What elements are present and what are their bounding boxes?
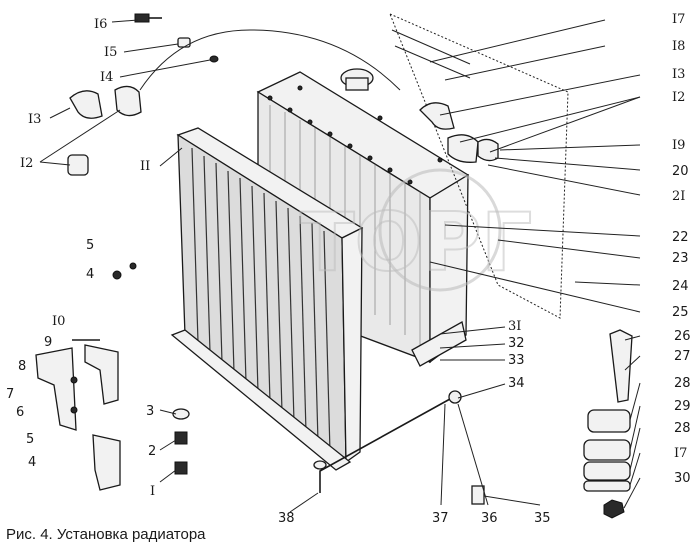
label-4a: 4 [86, 267, 94, 282]
label-25: 25 [672, 305, 689, 320]
leader-lines [39, 19, 641, 513]
label-28b: 28 [674, 421, 691, 436]
cushion-plate-28b [583, 461, 631, 481]
label-27: 27 [674, 349, 691, 364]
hoses [419, 102, 499, 163]
nut-2 [174, 431, 188, 445]
label-22: 22 [672, 230, 689, 245]
label-30: 30 [674, 471, 691, 486]
label-36: 36 [481, 511, 498, 526]
label-4b: 4 [28, 455, 36, 470]
radiator-filler-neck [345, 77, 369, 91]
part-labels: I6 I5 I4 I3 I2 II I0 9 8 7 6 5 4 5 4 3 2… [6, 12, 691, 526]
label-9: 9 [44, 335, 52, 350]
label-38: 38 [278, 511, 295, 526]
label-14: I4 [100, 70, 113, 85]
left-bracket-assembly [35, 262, 137, 491]
washer-5 [129, 262, 137, 270]
bushing-15 [177, 37, 191, 48]
bolt-1 [174, 461, 188, 475]
label-15: I5 [104, 45, 117, 60]
label-17b: I7 [674, 446, 687, 461]
watermark: ТОРГ [299, 168, 533, 292]
bracket-lower-plate [92, 434, 121, 491]
cooler-bottom-frame [170, 329, 352, 471]
label-37: 37 [432, 511, 449, 526]
label-19: I9 [672, 138, 685, 153]
label-28a: 28 [674, 376, 691, 391]
label-11: II [140, 159, 150, 174]
radiator-rivets [267, 85, 443, 185]
label-20: 20 [672, 164, 689, 179]
washer-17 [583, 480, 631, 492]
drain-tube [319, 398, 451, 493]
hose-12 [67, 154, 89, 176]
label-3: 3 [146, 404, 154, 419]
washer-3 [172, 408, 190, 420]
label-29: 29 [674, 399, 691, 414]
figure-caption: Рис. 4. Установка радиатора [6, 526, 206, 543]
drain-valve-35 [471, 485, 485, 505]
clamp-12 [114, 85, 142, 117]
cooler-side-frame [341, 226, 363, 464]
svg-text:ТОРГ: ТОРГ [300, 196, 532, 289]
label-31: 3I [508, 319, 521, 334]
label-13r: I3 [672, 67, 685, 82]
label-26: 26 [674, 329, 691, 344]
radiator-side-wall [429, 173, 469, 364]
label-6: 6 [16, 405, 24, 420]
label-13: I3 [28, 112, 41, 127]
drain-pipe [313, 390, 485, 505]
label-5a: 5 [86, 238, 94, 253]
bracket-arm [35, 347, 77, 431]
drain-valve-36 [448, 390, 462, 404]
label-10: I0 [52, 314, 65, 329]
nut-4 [112, 270, 122, 280]
label-8: 8 [18, 359, 26, 374]
label-5b: 5 [26, 432, 34, 447]
drain-tube-end [313, 460, 327, 470]
bracket-plate [84, 344, 119, 405]
bolt-16-head [134, 13, 150, 23]
bottom-fasteners [172, 408, 190, 475]
cushion-plate-28 [587, 409, 631, 433]
nut-30 [603, 499, 625, 519]
lower-hose [447, 134, 479, 163]
label-12: I2 [20, 156, 33, 171]
label-33: 33 [508, 353, 525, 368]
label-1: I [150, 484, 155, 499]
washer-14 [209, 55, 219, 63]
rubber-pad-29 [583, 439, 631, 461]
label-32: 32 [508, 336, 525, 351]
label-34: 34 [508, 376, 525, 391]
label-24: 24 [672, 279, 689, 294]
mount-cushion-stack [583, 329, 633, 519]
label-23: 23 [672, 251, 689, 266]
label-21: 2I [672, 189, 685, 204]
upper-hose [419, 102, 455, 130]
cooler-fins [191, 147, 331, 453]
label-2: 2 [148, 444, 156, 459]
label-16: I6 [94, 17, 107, 32]
oil-cooler-front [170, 127, 364, 471]
label-7: 7 [6, 387, 14, 402]
label-12r: I2 [672, 90, 685, 105]
mount-bolt-26 [609, 329, 633, 403]
elbow-13 [69, 90, 103, 119]
hose-curve-top [139, 29, 401, 91]
label-18: I8 [672, 39, 685, 54]
label-17: I7 [672, 12, 685, 27]
label-35: 35 [534, 511, 551, 526]
